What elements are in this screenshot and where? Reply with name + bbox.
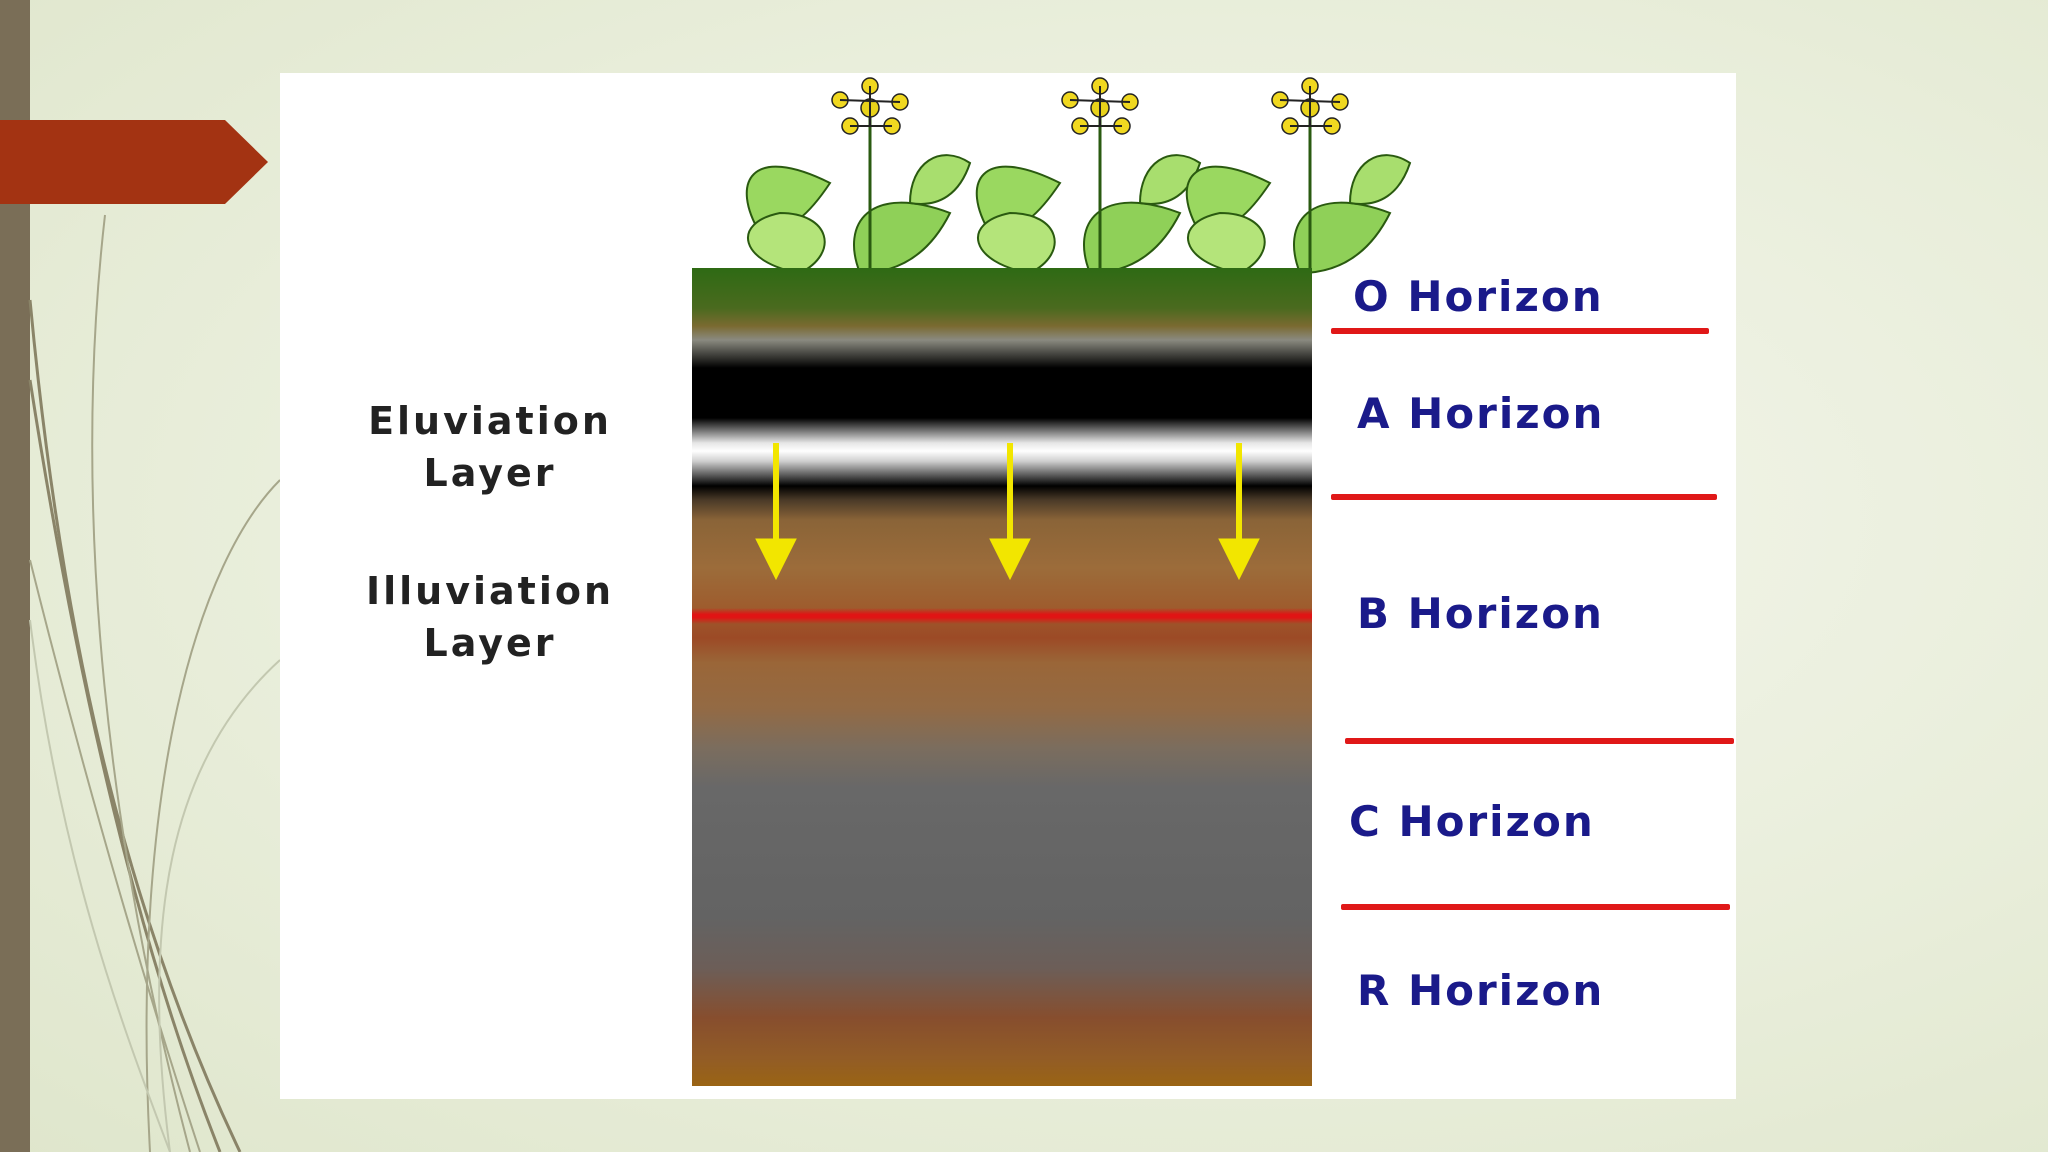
soil-horizon-diagram: Eluviation Layer Illuviation Layer O Hor… (280, 73, 1736, 1099)
b-horizon-divider (1345, 738, 1734, 744)
soil-column (692, 268, 1312, 1086)
eluviation-layer-label: Eluviation Layer (368, 399, 612, 495)
b-horizon-label: B Horizon (1357, 589, 1604, 638)
illuviation-band (692, 608, 1312, 624)
c-horizon-label: C Horizon (1349, 797, 1595, 846)
title-arrow-tab (0, 120, 268, 204)
o-horizon-divider (1331, 328, 1709, 334)
r-horizon-label: R Horizon (1357, 966, 1605, 1015)
decorative-curves (28, 214, 281, 1152)
a-horizon-divider (1331, 494, 1717, 500)
illuviation-layer-label: Illuviation Layer (365, 569, 615, 665)
flower-plant-icon (745, 77, 1412, 278)
c-horizon-divider (1341, 904, 1730, 910)
o-horizon-label: O Horizon (1353, 272, 1604, 321)
leaching-arrows (755, 443, 1260, 581)
a-horizon-label: A Horizon (1357, 389, 1605, 438)
